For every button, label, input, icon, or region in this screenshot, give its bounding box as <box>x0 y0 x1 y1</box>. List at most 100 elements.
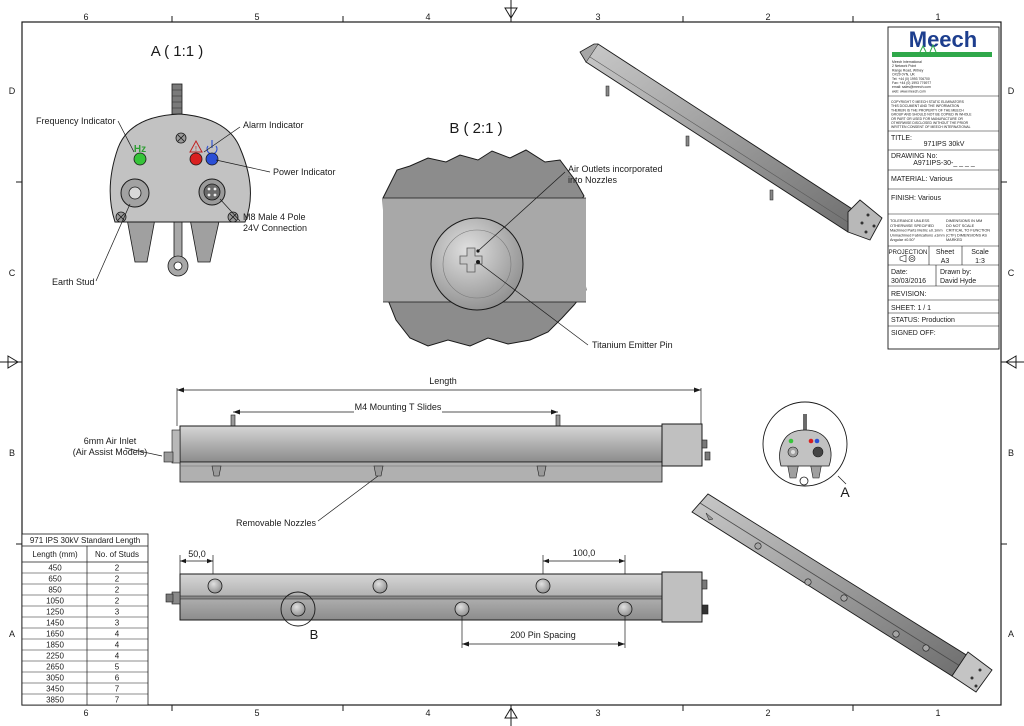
zone-col-top: 1 <box>935 12 940 22</box>
zone-row-right: D <box>1008 86 1015 96</box>
hz-label: Hz <box>134 144 146 155</box>
date-value: 30/03/2016 <box>891 278 926 285</box>
frequency-led <box>133 152 147 166</box>
side-end-cap <box>661 423 703 467</box>
table-cell-studs: 2 <box>115 564 120 573</box>
address-line: Tel: +44 (0) 1993 706700 <box>892 77 930 81</box>
table-cell-length: 1450 <box>46 619 64 628</box>
callout-air-outlets-line1: Air Outlets incorporated <box>568 164 663 174</box>
callout-frequency-indicator: Frequency Indicator <box>36 116 116 126</box>
address-line: Meech International <box>892 60 922 64</box>
zone-col-top: 2 <box>765 12 770 22</box>
dim-length: Length <box>429 376 457 386</box>
plan-nozzle <box>290 601 306 617</box>
table-cell-length: 450 <box>48 564 62 573</box>
zone-labels: 6 5 4 3 2 1 6 5 4 3 2 1 D C B A D C B A <box>9 12 1015 718</box>
address-line: 2 Network Point <box>892 64 916 68</box>
sheet-label: Sheet <box>936 249 954 256</box>
bottom-plan-view: 50,0 100,0 B 200 Pin Spacing <box>165 548 709 648</box>
nozzle <box>211 465 222 477</box>
revision: REVISION: <box>891 291 926 298</box>
dim-100: 100,0 <box>573 548 596 558</box>
callout-air-inlet-line1: 6mm Air Inlet <box>84 436 137 446</box>
screw-icon <box>175 132 187 144</box>
table-cell-studs: 2 <box>115 575 120 584</box>
plan-nozzle <box>535 578 551 594</box>
address-line: Fax: +44 (0) 1993 776977 <box>892 81 931 85</box>
callout-m8-line2: 24V Connection <box>243 223 307 233</box>
zone-row-right: A <box>1008 629 1014 639</box>
zone-col-bottom: 5 <box>254 708 259 718</box>
plan-nozzle <box>617 601 633 617</box>
table-cell-length: 1850 <box>46 641 64 650</box>
zone-col-bottom: 2 <box>765 708 770 718</box>
drawn-by-label: Drawn by: <box>940 269 972 276</box>
callout-alarm-indicator: Alarm Indicator <box>243 120 304 130</box>
signed-off: SIGNED OFF: <box>891 330 936 337</box>
t-slide <box>555 414 561 427</box>
table-cell-studs: 3 <box>115 608 120 617</box>
copyright-line: THIS DOCUMENT AND THE INFORMATION <box>891 104 960 108</box>
view-a-title: A ( 1:1 ) <box>151 43 204 60</box>
address-line: email: sales@meech.com <box>892 85 931 89</box>
side-elevation: Length M4 Mounting T Slides 6mm Air Inle… <box>73 376 711 528</box>
tolerance-right-line: MARKED <box>946 238 963 242</box>
table-cell-studs: 4 <box>115 652 120 661</box>
address-line: Range Road, Witney <box>892 68 924 72</box>
zone-col-top: 5 <box>254 12 259 22</box>
centering-arrow-top <box>504 0 518 22</box>
title-label: TITLE: <box>891 135 912 142</box>
zone-col-top: 6 <box>83 12 88 22</box>
table-cell-length: 3050 <box>46 674 64 683</box>
nozzle <box>536 465 547 477</box>
detail-a-label: A <box>840 484 850 500</box>
address-line: web: www.meech.com <box>892 89 926 93</box>
view-a-end-cap: A ( 1:1 ) Hz ! <box>36 43 336 287</box>
table-cell-length: 650 <box>48 575 62 584</box>
table-header-length: Length (mm) <box>32 550 78 559</box>
zone-col-bottom: 6 <box>83 708 88 718</box>
scale-label: Scale <box>971 249 989 256</box>
table-cell-studs: 6 <box>115 674 120 683</box>
view-b-detail: B ( 2:1 ) Air Outlets incorporated into … <box>382 120 673 350</box>
isometric-view-bottom <box>691 493 993 693</box>
drawn-by-value: David Hyde <box>940 278 976 285</box>
standard-length-table: 971 IPS 30kV Standard Length Length (mm)… <box>21 533 149 706</box>
zone-row-left: C <box>9 268 16 278</box>
plan-end-cap <box>661 571 703 623</box>
callout-m8-line1: M8 Male 4 Pole <box>243 212 306 222</box>
callout-earth-stud: Earth Stud <box>52 277 95 287</box>
callout-titanium-pin: Titanium Emitter Pin <box>592 340 673 350</box>
projection-symbol-icon <box>899 254 916 263</box>
tolerance-left-line: Machined Parts Metric ±0.1mm <box>890 229 943 233</box>
copyright-line: THEREIN IS THE PROPERTY OF THE MEECH <box>891 108 964 112</box>
sheet-count: SHEET: 1 / 1 <box>891 305 931 312</box>
tolerance-left-line: OTHERWISE SPECIFIED <box>890 224 934 228</box>
side-bar <box>179 425 663 463</box>
zone-col-bottom: 4 <box>425 708 430 718</box>
air-outlet-cross <box>459 247 483 273</box>
copyright-line: COPYRIGHT © MEECH STATIC ELIMINATORS <box>891 100 965 104</box>
tolerance-left-line: TOLERANCE UNLESS <box>890 219 930 223</box>
dim-m4-slides: M4 Mounting T Slides <box>355 402 442 412</box>
zone-row-right: B <box>1008 448 1014 458</box>
table-cell-studs: 7 <box>115 696 120 705</box>
table-cell-studs: 5 <box>115 663 120 672</box>
centering-arrow-left <box>0 355 22 369</box>
plan-nozzle <box>454 601 470 617</box>
copyright-line: GROUP AND SHOULD NOT BE COPIED IN WHOLE <box>891 113 972 117</box>
copyright-line: OR PART OR USED FOR MANUFACTURE OR <box>891 117 964 121</box>
title-value: 971IPS 30kV <box>924 141 965 148</box>
table-title: 971 IPS 30kV Standard Length <box>30 536 140 545</box>
copyright-block: COPYRIGHT © MEECH STATIC ELIMINATORSTHIS… <box>891 100 972 129</box>
tolerance-right-line: (CTF) DIMENSIONS AS <box>946 233 987 237</box>
alarm-warning-icon <box>189 139 203 153</box>
callout-power-indicator: Power Indicator <box>273 167 336 177</box>
small-end-view-a: A <box>762 401 850 500</box>
table-cell-studs: 4 <box>115 630 120 639</box>
